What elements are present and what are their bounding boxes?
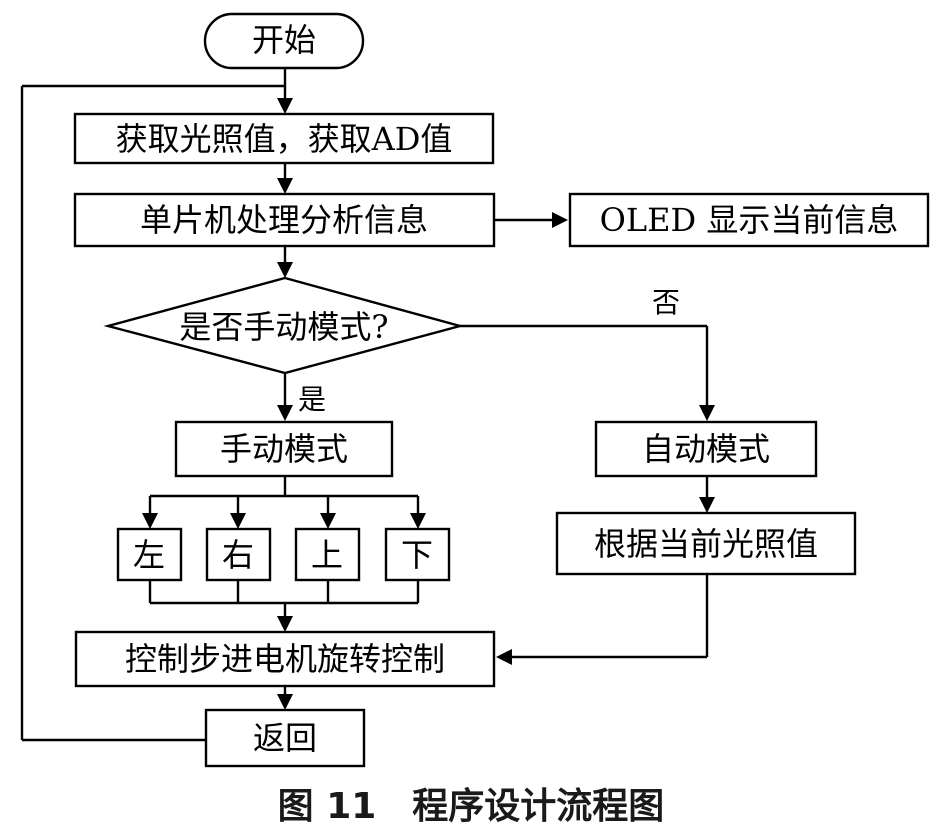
arrow-into-oled	[552, 212, 568, 228]
arrow-into-left	[142, 513, 158, 529]
node-left: 左	[116, 527, 183, 582]
node-decision-label: 是否手动模式?	[179, 308, 388, 346]
node-decision: 是否手动模式?	[103, 276, 465, 375]
arrow-into-decision	[277, 262, 293, 278]
node-down-label: 下	[401, 536, 433, 574]
node-return-label: 返回	[253, 719, 317, 757]
arrow-into-process	[277, 178, 293, 194]
node-start-label: 开始	[252, 21, 316, 59]
node-get-values-label: 获取光照值，获取AD值	[116, 120, 453, 158]
arrowheads	[142, 98, 715, 710]
arrow-into-control-right	[496, 649, 512, 665]
node-get-values: 获取光照值，获取AD值	[73, 112, 495, 165]
node-process: 单片机处理分析信息	[73, 192, 496, 248]
node-manual-label: 手动模式	[220, 430, 348, 468]
edge-label-no: 否	[652, 286, 680, 319]
figure-caption: 图 11 程序设计流程图	[278, 786, 665, 827]
arrow-into-get	[277, 98, 293, 114]
arrow-into-right	[230, 513, 246, 529]
node-down: 下	[384, 527, 451, 582]
node-manual: 手动模式	[174, 420, 394, 478]
node-control: 控制步进电机旋转控制	[74, 630, 496, 688]
node-left-label: 左	[133, 536, 165, 574]
node-oled-label: OLED 显示当前信息	[600, 201, 899, 239]
node-right: 右	[205, 527, 272, 582]
node-up: 上	[294, 527, 361, 582]
node-right-label: 右	[222, 536, 254, 574]
node-start: 开始	[203, 12, 365, 70]
arrow-into-auto	[699, 405, 715, 421]
node-return: 返回	[204, 708, 366, 768]
arrow-into-control-top	[277, 616, 293, 632]
node-oled: OLED 显示当前信息	[568, 192, 930, 248]
edge-label-yes: 是	[298, 383, 326, 416]
arrow-into-manual	[277, 405, 293, 421]
node-by-light-label: 根据当前光照值	[594, 525, 818, 563]
node-control-label: 控制步进电机旋转控制	[125, 640, 445, 678]
arrow-into-light	[699, 497, 715, 513]
node-auto-label: 自动模式	[642, 430, 770, 468]
arrow-into-down	[410, 513, 426, 529]
arrow-into-return	[277, 694, 293, 710]
node-auto: 自动模式	[594, 420, 818, 478]
node-up-label: 上	[311, 536, 343, 574]
node-process-label: 单片机处理分析信息	[140, 201, 428, 239]
node-by-light: 根据当前光照值	[555, 511, 857, 576]
arrow-into-up	[320, 513, 336, 529]
